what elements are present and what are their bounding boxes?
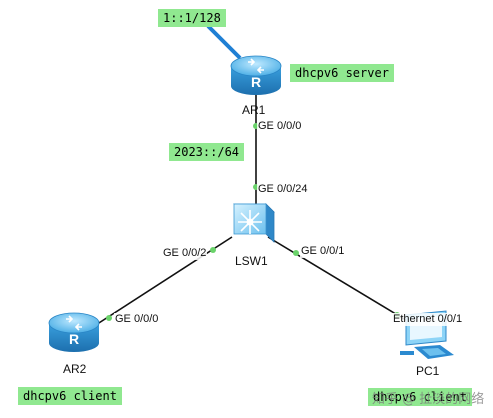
pc1-role-note: dhcpv6 client bbox=[368, 388, 472, 406]
switch-icon[interactable] bbox=[233, 203, 275, 243]
port-label-lsw1-24: GE 0/0/24 bbox=[257, 183, 309, 196]
port-dot-ar2 bbox=[106, 315, 112, 321]
port-label-lsw1-2: GE 0/0/2 bbox=[162, 247, 208, 260]
device-label-pc1: PC1 bbox=[416, 364, 440, 378]
segment-note: 2023::/64 bbox=[169, 143, 245, 161]
port-dot-lsw1-1 bbox=[293, 250, 299, 256]
link-loopback-stub bbox=[206, 24, 242, 60]
svg-text:R: R bbox=[69, 331, 79, 347]
ar2-role-note: dhcpv6 client bbox=[18, 387, 122, 405]
router-icon[interactable]: R bbox=[48, 312, 100, 352]
port-label-lsw1-1: GE 0/0/1 bbox=[300, 245, 346, 258]
loopback-note: 1::1/128 bbox=[158, 9, 226, 27]
device-label-ar2: AR2 bbox=[63, 362, 87, 376]
device-label-lsw1: LSW1 bbox=[235, 254, 268, 268]
link-lsw1-pc1 bbox=[267, 236, 415, 326]
port-label-ar1: GE 0/0/0 bbox=[257, 120, 303, 133]
device-label-ar1: AR1 bbox=[242, 103, 266, 117]
link-lsw1-ar2 bbox=[87, 236, 233, 331]
server-role-note: dhcpv6 server bbox=[290, 64, 394, 82]
router-icon[interactable]: R bbox=[230, 55, 282, 95]
watermark: 知乎 @ 扯淡的网络 bbox=[372, 392, 485, 407]
port-label-ar2: GE 0/0/0 bbox=[114, 313, 160, 326]
svg-text:R: R bbox=[251, 74, 261, 90]
port-label-pc1: Ethernet 0/0/1 bbox=[392, 313, 464, 326]
port-dot-lsw1-2 bbox=[210, 247, 216, 253]
